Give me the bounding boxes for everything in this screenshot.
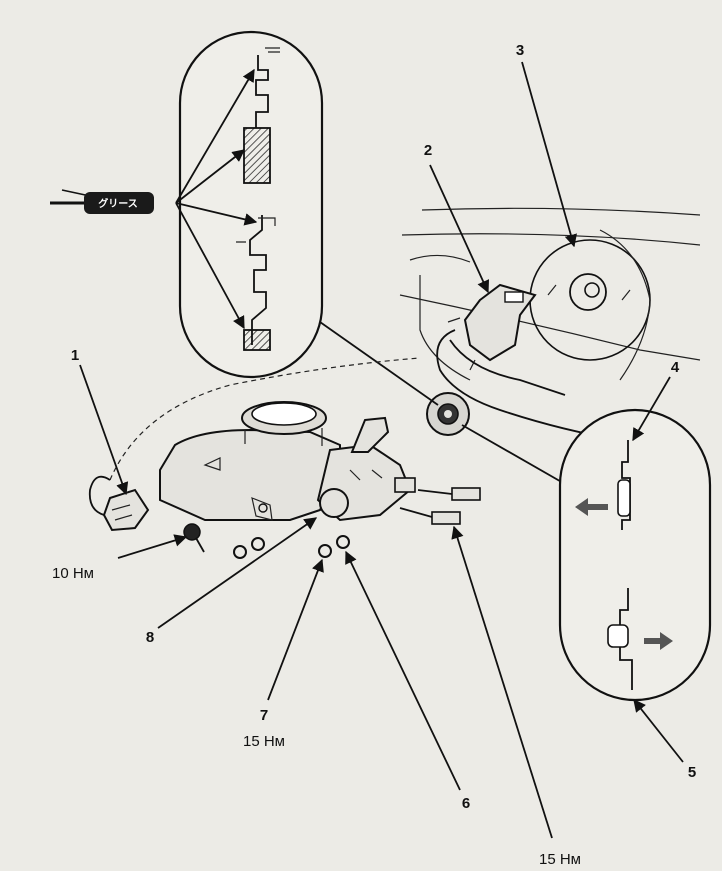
- brake-lines: [436, 329, 621, 441]
- grease-arrows: [175, 68, 258, 330]
- connector-bolt: [183, 523, 205, 553]
- torque-15nm-nut: 15 Нм: [243, 733, 285, 750]
- leader-right-capsule: [461, 424, 573, 489]
- booster-seal-ring: [426, 392, 470, 436]
- guide-line: [109, 357, 421, 481]
- callout-7: 7: [260, 707, 268, 724]
- mounting-bracket: [447, 283, 537, 371]
- seal-detail-capsule-top: [178, 30, 324, 379]
- fluid-level-connector: [88, 475, 150, 532]
- master-cylinder-body: [316, 416, 416, 522]
- brake-booster-area: [399, 207, 701, 381]
- callout-2: 2: [424, 142, 432, 159]
- callout-4: 4: [671, 359, 680, 376]
- callout-1: 1: [71, 347, 79, 364]
- callout-6: 6: [462, 795, 470, 812]
- grease-tube: グリース: [50, 189, 154, 214]
- grease-tube-label: グリース: [98, 197, 138, 210]
- callout-leaders: [79, 61, 684, 839]
- callout-5: 5: [688, 764, 696, 781]
- callout-3: 3: [516, 42, 524, 59]
- brake-line-fittings: [399, 487, 481, 525]
- torque-15nm-lines: 15 Нм: [539, 851, 581, 868]
- nuts-and-washers: [233, 535, 350, 559]
- master-cylinder-reservoir: [159, 401, 341, 521]
- torque-10nm: 10 Нм: [52, 565, 94, 582]
- leader-top-capsule: [319, 321, 439, 406]
- callout-8: 8: [146, 629, 154, 646]
- pushrod-detail-capsule-right: [558, 408, 712, 702]
